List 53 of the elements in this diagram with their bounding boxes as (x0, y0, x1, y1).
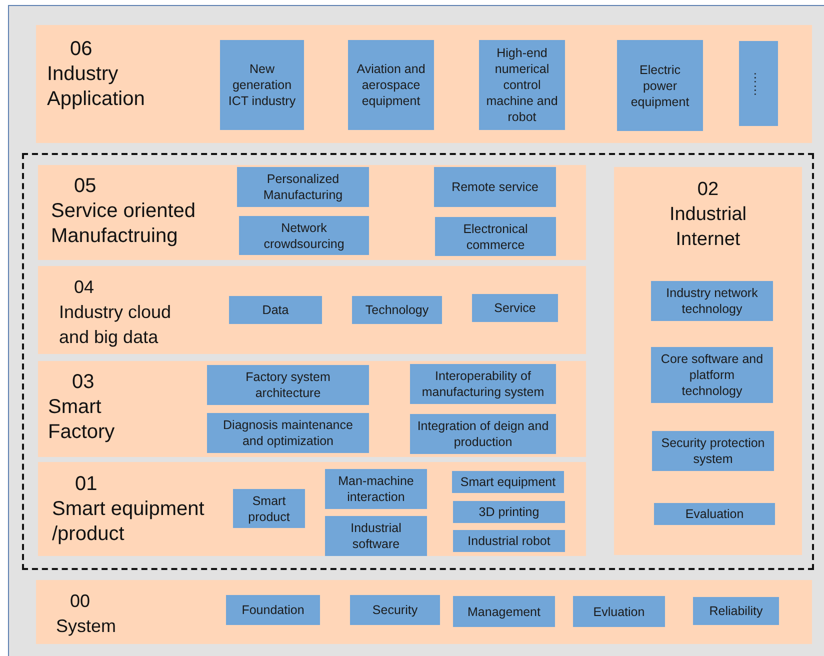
layer-number: 01 (75, 472, 98, 497)
item-box: Factory system architecture (207, 365, 369, 405)
layer-band (38, 361, 586, 457)
item-box: …… (739, 41, 778, 126)
item-box: Industrial robot (453, 530, 565, 552)
layer-number: 04 (74, 276, 96, 299)
item-box: Personalized Manufacturing (237, 167, 369, 207)
layer-number: 02 (697, 178, 719, 202)
layer-band (614, 167, 802, 555)
item-box: High-end numerical control machine and robot (479, 40, 565, 130)
layer-title: System (56, 615, 118, 638)
layer-title: Industry cloud and big data (59, 301, 172, 349)
layer-title: Industry Application (47, 62, 146, 112)
layer-number: 03 (72, 370, 96, 395)
item-box: Security protection system (652, 431, 774, 471)
layer-title: Service oriented Manufactruing (51, 199, 197, 249)
item-box: Management (453, 596, 555, 627)
item-box: 3D printing (453, 501, 565, 523)
layer-number: 00 (70, 590, 92, 613)
item-box: Aviation and aerospace equipment (348, 40, 434, 130)
layer-title: Industrial Internet (668, 203, 748, 252)
item-box: Diagnosis maintenance and optimization (207, 413, 369, 453)
layer-number: 05 (74, 174, 98, 199)
layer-band (38, 462, 586, 556)
item-box: Industry network technology (651, 281, 773, 321)
item-box: Security (350, 595, 440, 625)
item-box: Electric power equipment (617, 40, 703, 131)
item-box: Reliability (693, 597, 779, 625)
item-box: Service (472, 294, 558, 322)
layer-band (36, 25, 812, 143)
item-box: Evaluation (654, 503, 775, 525)
layer-title: Smart Factory (48, 395, 116, 445)
layer-number: 06 (70, 37, 94, 62)
item-box: Smart product (233, 489, 305, 528)
layer-band (36, 580, 812, 644)
item-box: Evluation (573, 596, 665, 627)
item-box: Industrial software (325, 516, 427, 556)
layer-band (38, 266, 586, 354)
item-box: Electronical commerce (435, 217, 556, 256)
item-box: Technology (352, 296, 442, 324)
item-box: Smart equipment (452, 471, 564, 493)
item-box: Man-machine interaction (325, 469, 427, 509)
layer-band (38, 165, 586, 260)
item-box: Foundation (226, 595, 320, 625)
item-box: Remote service (434, 167, 556, 207)
dashed-group-frame (22, 153, 814, 570)
item-box: Interoperability of manufacturing system (410, 364, 556, 404)
item-box: Core software and platform technology (651, 347, 773, 403)
layer-title: Smart equipment /product (52, 497, 206, 547)
item-box: Data (229, 296, 322, 324)
item-box: Integration of deign and production (410, 414, 556, 454)
item-box: Network crowdsourcing (239, 216, 369, 255)
item-box: New generation ICT industry (220, 40, 304, 130)
